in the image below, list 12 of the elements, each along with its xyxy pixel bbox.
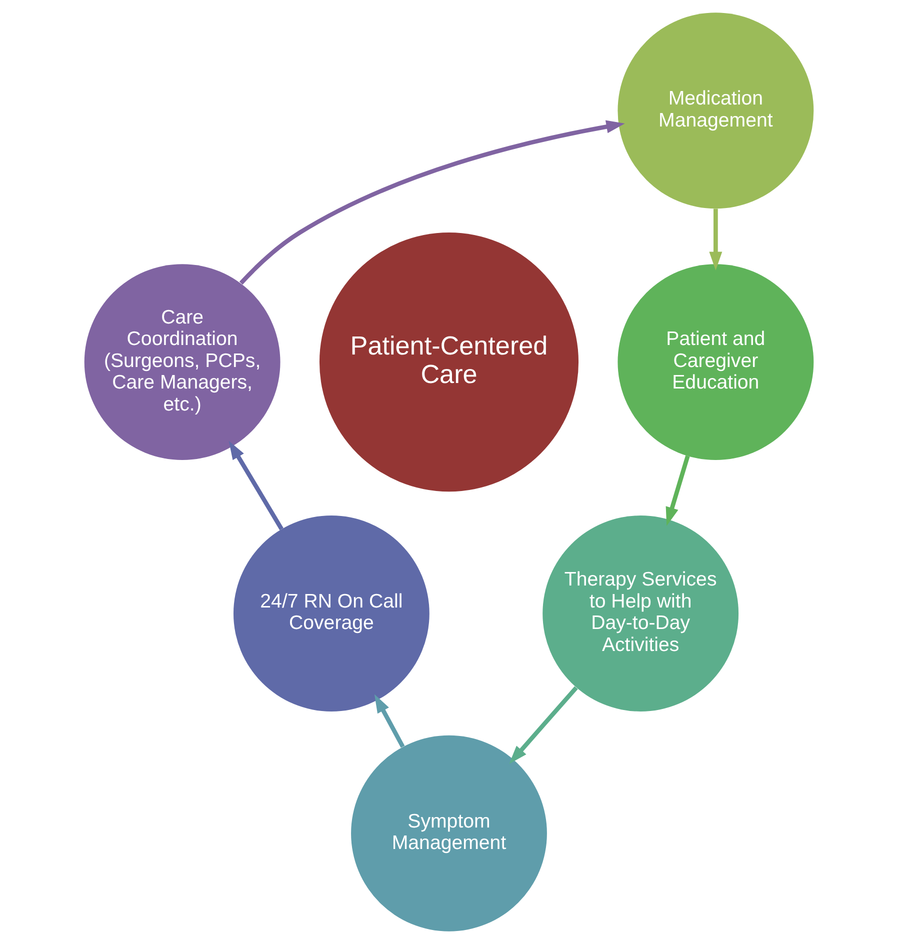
node-circle: Patient and Caregiver Education	[618, 264, 814, 460]
arrow	[666, 455, 690, 526]
arrow	[228, 440, 284, 530]
arrow	[239, 120, 625, 285]
node-circle: Therapy Services to Help with Day-to-Day Activities	[542, 516, 739, 712]
node-circle: 24/7 RN On Call Coverage	[233, 516, 430, 712]
arrow	[709, 208, 722, 270]
arrow	[374, 694, 405, 748]
node-circle: Symptom Management	[351, 735, 547, 932]
node-circle: Medication Management	[618, 12, 814, 209]
arrow	[509, 686, 578, 764]
node-circle: Patient-Centered Care	[319, 232, 579, 492]
